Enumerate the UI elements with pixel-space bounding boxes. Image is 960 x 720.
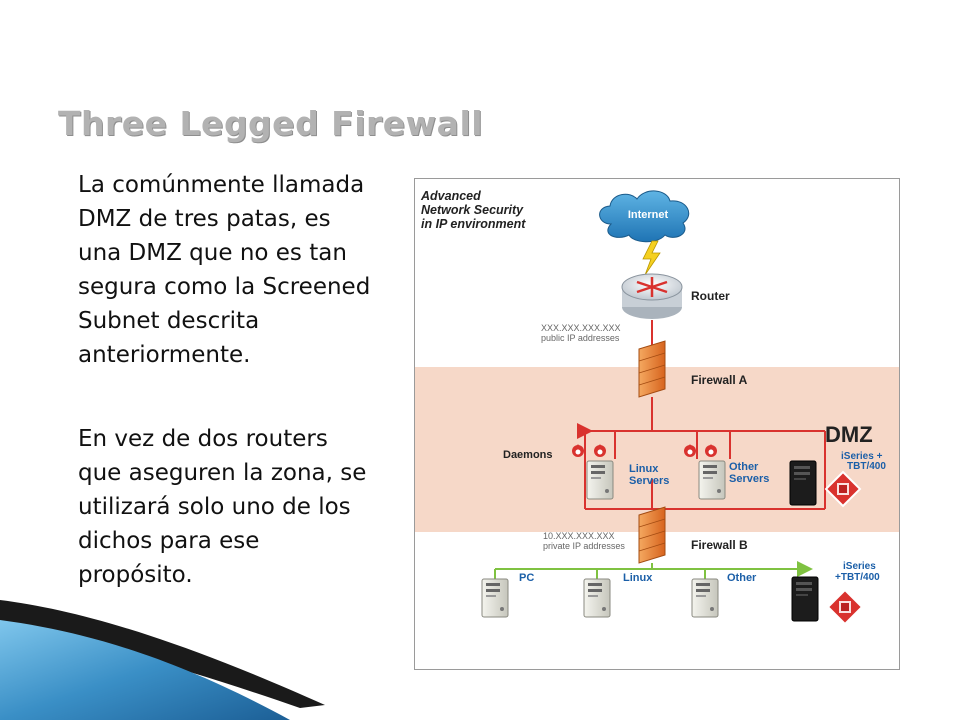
lightning-icon [642, 240, 661, 276]
firewall-a-icon [638, 340, 666, 398]
linux-label: Linux [623, 572, 653, 584]
internet-cloud-icon [599, 190, 690, 243]
linux-host-icon [583, 578, 611, 618]
router-icon [621, 273, 683, 319]
linux-servers-label-2: Servers [629, 475, 669, 487]
linux-server-icon [586, 460, 614, 500]
other-label: Other [727, 572, 757, 584]
pc-label: PC [519, 572, 534, 584]
paragraph-2: En vez de dos routers que aseguren la zo… [78, 426, 367, 588]
daemons-label: Daemons [503, 449, 553, 461]
private-ip-label: 10.XXX.XXX.XXX [543, 531, 615, 541]
tbt400-lan-badge-icon [827, 589, 863, 625]
decorative-swoosh [0, 600, 325, 720]
iseries-dmz-label-2: TBT/400 [847, 461, 886, 472]
dmz-label: DMZ [825, 422, 873, 447]
public-ip-caption: public IP addresses [541, 333, 620, 343]
dmz-network-lines [577, 397, 826, 510]
router-label: Router [691, 289, 730, 303]
other-server-icon [698, 460, 726, 500]
paragraph-1: La comúnmente llamada DMZ de tres patas,… [78, 172, 371, 368]
public-ip-label: XXX.XXX.XXX.XXX [541, 323, 621, 333]
pc-icon [481, 578, 509, 618]
diagram-heading-line3: in IP environment [421, 217, 526, 231]
internet-label: Internet [628, 209, 669, 221]
other-servers-label-1: Other [729, 461, 759, 473]
dmz-zone-band [415, 367, 899, 532]
network-diagram: Advanced Network Security in IP environm… [414, 178, 900, 670]
firewall-b-label: Firewall B [691, 538, 748, 552]
firewall-a-label: Firewall A [691, 373, 748, 387]
firewall-b-icon [638, 506, 666, 564]
diagram-heading-line2: Network Security [421, 203, 524, 217]
iseries-lan-label-2: +TBT/400 [835, 572, 880, 583]
iseries-server-icon [789, 460, 817, 506]
other-servers-label-2: Servers [729, 473, 769, 485]
lan-network-lines [494, 561, 813, 579]
diagram-heading-line1: Advanced [420, 189, 481, 203]
other-host-icon [691, 578, 719, 618]
iseries-lan-label-1: iSeries [843, 561, 876, 572]
iseries-dmz-label-1: iSeries + [841, 451, 883, 462]
slide-title: Three Legged Firewall [58, 104, 484, 143]
private-ip-caption: private IP addresses [543, 541, 625, 551]
iseries-lan-server-icon [791, 576, 819, 622]
linux-servers-label-1: Linux [629, 463, 659, 475]
